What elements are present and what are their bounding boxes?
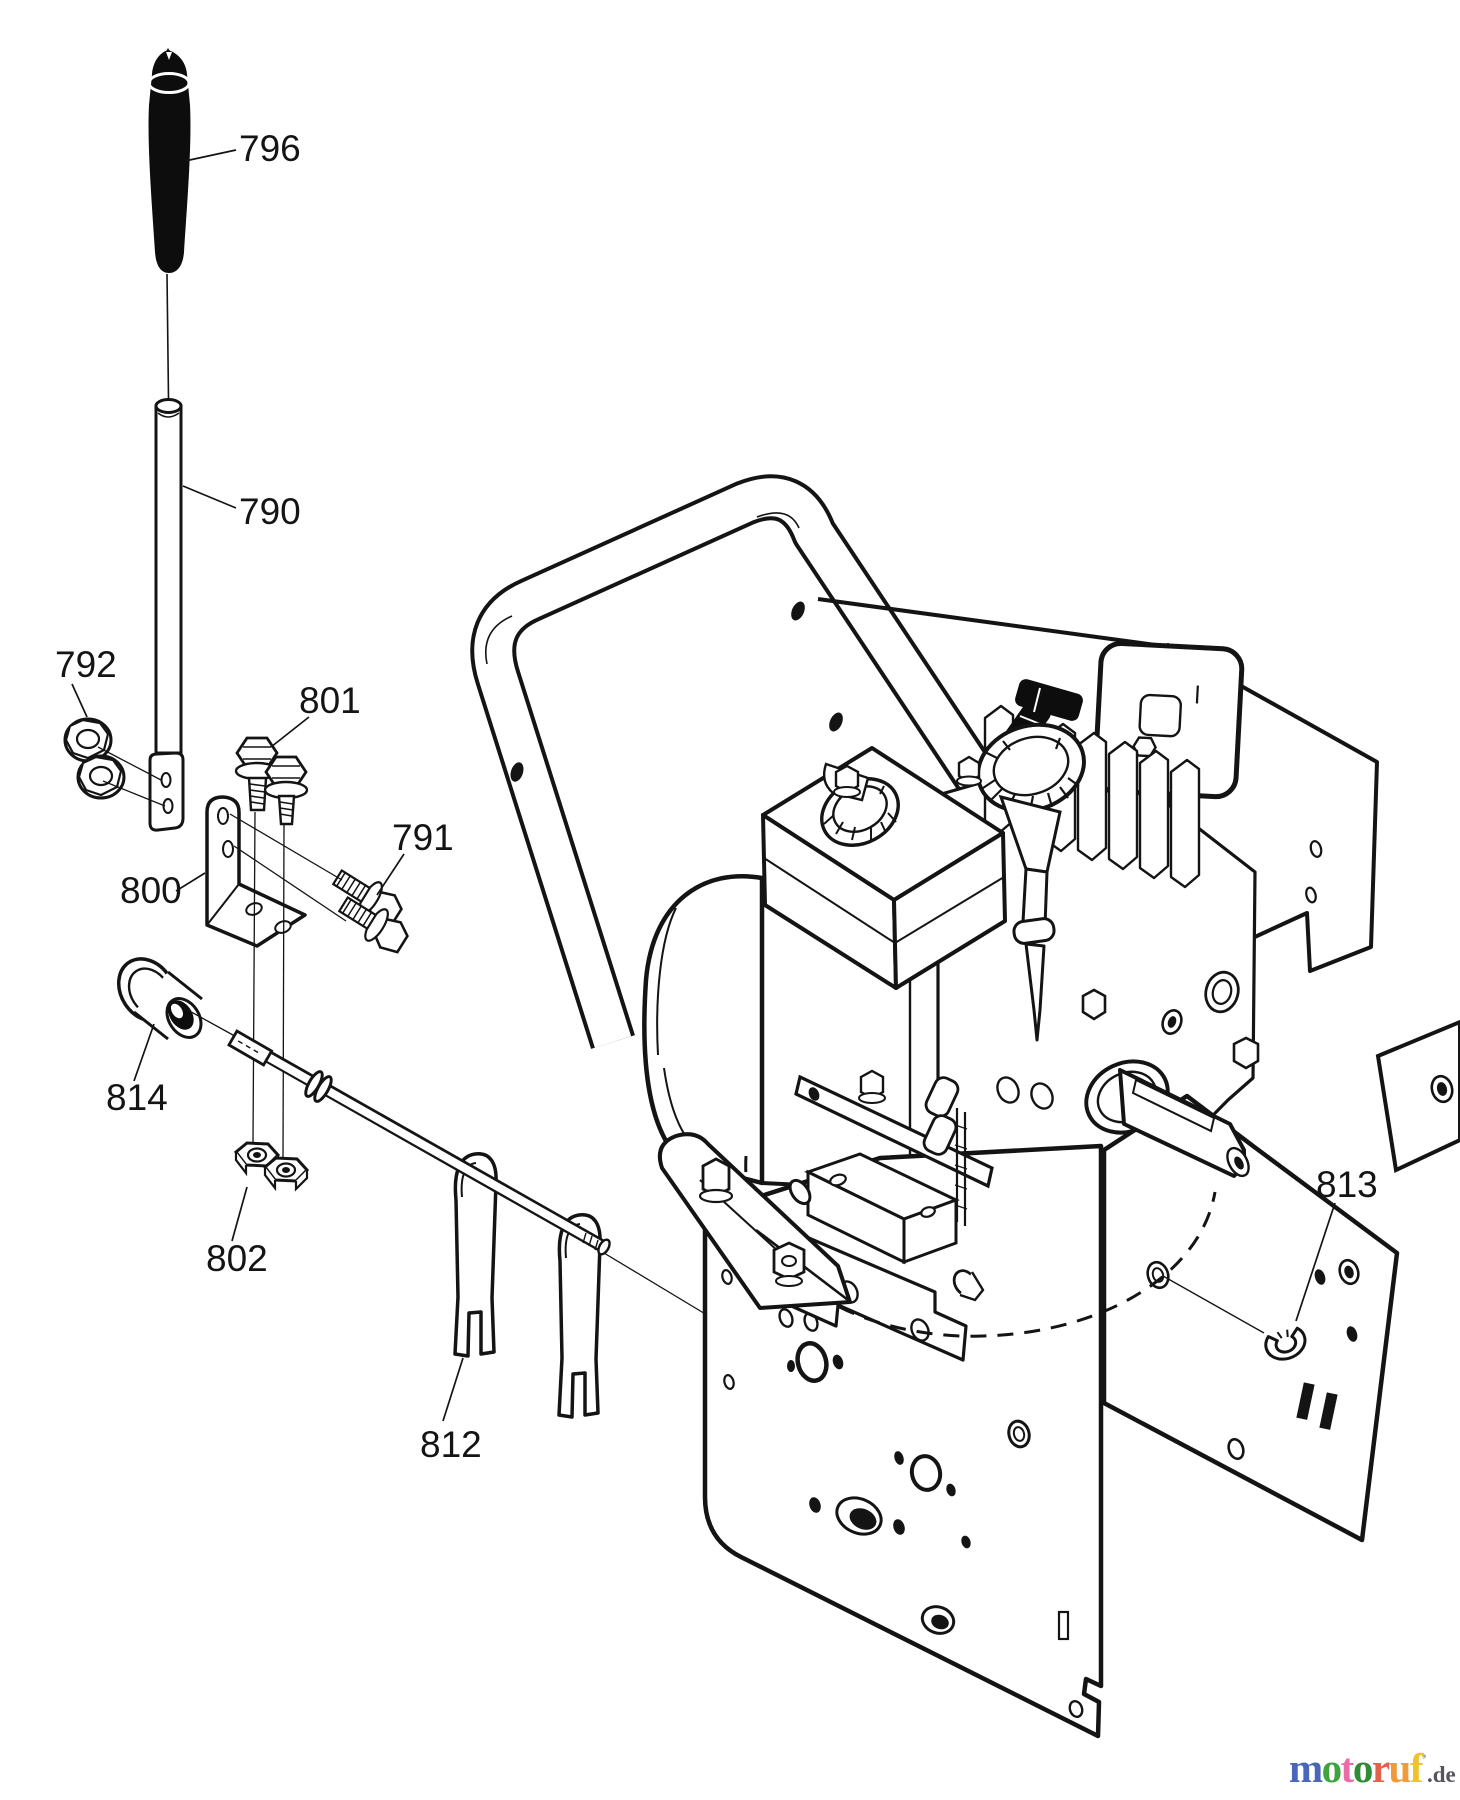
logo-letter: o (1352, 1745, 1374, 1791)
part-label-812: 812 (420, 1424, 482, 1465)
part-label-802: 802 (206, 1238, 268, 1279)
part-label-791: 791 (392, 817, 454, 858)
watermark-logo: motoruf’.de (1289, 1748, 1459, 1789)
shift-lever-rod (148, 398, 185, 832)
bolt-head (1081, 988, 1107, 1021)
fuel-tank (761, 746, 1007, 990)
part-labels: 796 790 792 801 791 800 814 802 812 813 (55, 128, 1378, 1465)
handle-hole (791, 601, 805, 621)
part-label-790: 790 (239, 491, 301, 532)
frame-right-flange (1375, 1019, 1460, 1173)
part-label-814: 814 (106, 1077, 168, 1118)
bolt-head (859, 1069, 885, 1100)
handle-lower-bracket (657, 1132, 852, 1310)
logo-letter: o (1321, 1745, 1343, 1791)
bolt-head (957, 755, 981, 784)
hex-nut (1232, 1036, 1260, 1070)
bolt-head (834, 764, 860, 794)
handle-hole (510, 762, 524, 782)
projection-lines (97, 746, 1265, 1334)
part-label-792: 792 (55, 644, 117, 685)
handle-grip (147, 48, 191, 400)
bracket-800 (205, 795, 307, 948)
logo-letter: m (1289, 1745, 1323, 1791)
logo-trademark: ’ (1421, 1752, 1427, 1768)
bolt-head (701, 1157, 731, 1198)
frame-back-edge (817, 597, 1171, 649)
mount-spacer-block (804, 1152, 985, 1302)
flange-nuts-792 (63, 717, 126, 800)
carburetor-funnel (976, 722, 1086, 1042)
frame-right-panel (1101, 1093, 1400, 1543)
shift-rod-forks (227, 1029, 611, 1419)
logo-letter: f (1409, 1745, 1424, 1791)
hex-nuts-802 (233, 1141, 310, 1192)
logo-domain-suffix: .de (1426, 1762, 1456, 1787)
bushing-814 (116, 957, 203, 1041)
part-label-801: 801 (299, 680, 361, 721)
support-bar (794, 1074, 994, 1226)
flange-bolts-791 (331, 869, 409, 954)
part-label-796: 796 (239, 128, 301, 169)
logo-letter: u (1388, 1745, 1412, 1791)
e-clip-813 (1264, 1326, 1307, 1361)
handle-hole (829, 712, 843, 732)
part-label-800: 800 (120, 870, 182, 911)
logo-letter: r (1371, 1745, 1390, 1791)
flange-bolts-801 (234, 736, 309, 826)
part-label-813: 813 (1316, 1164, 1378, 1205)
handle-loop (470, 474, 1213, 1116)
pto-shaft (1084, 1059, 1250, 1178)
leader-lines (71, 149, 1336, 1422)
logo-letter: t (1340, 1745, 1355, 1791)
